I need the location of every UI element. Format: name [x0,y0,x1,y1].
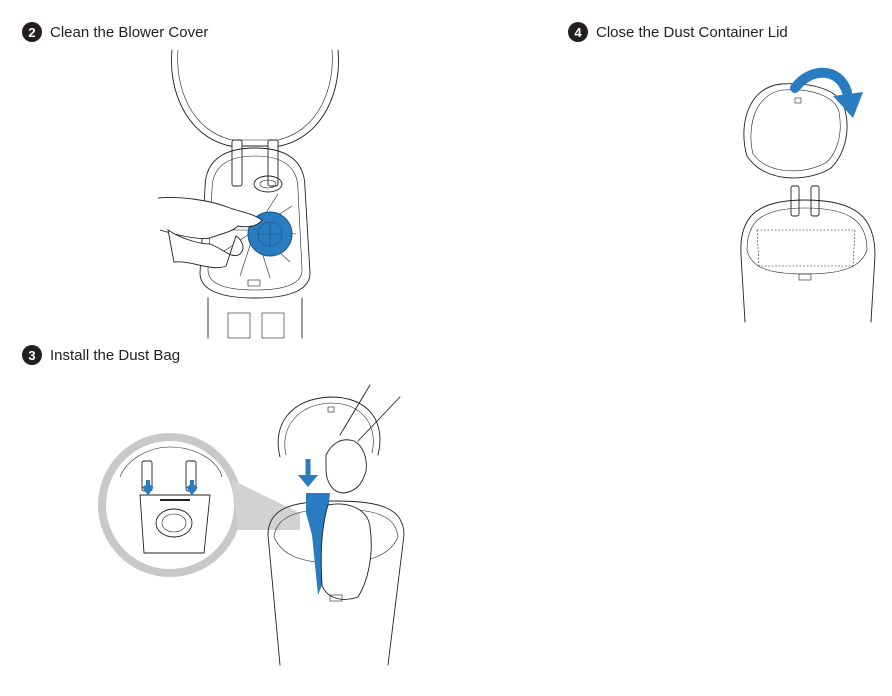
magnified-bag-slot-inset [98,433,300,577]
step-number-badge: 3 [22,345,42,365]
step-2-heading: 2 Clean the Blower Cover [22,22,208,42]
step-title: Clean the Blower Cover [50,23,209,41]
curved-close-arrow-icon [833,92,863,118]
step-number-badge: 4 [568,22,588,42]
step-3-heading: 3 Install the Dust Bag [22,345,180,365]
step-title: Install the Dust Bag [50,346,181,364]
dust-bag-install-illustration [98,384,405,666]
lid-closing-illustration [740,67,876,323]
blower-cover-cleaning-illustration [157,49,340,339]
step-4-heading: 4 Close the Dust Container Lid [568,22,788,42]
step-title: Close the Dust Container Lid [596,23,788,41]
step-number-badge: 2 [22,22,42,42]
